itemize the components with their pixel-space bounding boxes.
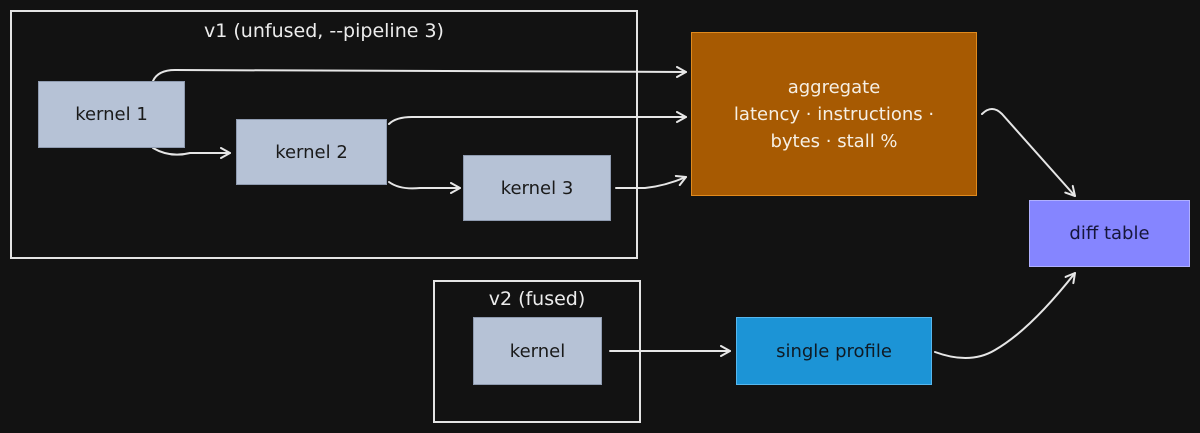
node-kernel-3-label: kernel 3: [500, 177, 574, 199]
node-kernel-1-label: kernel 1: [75, 104, 148, 125]
node-kernel-1[interactable]: kernel 1: [38, 81, 185, 148]
edge-aggregate-to-diff: [981, 108, 1076, 197]
node-diff-table[interactable]: diff table: [1029, 200, 1190, 267]
aggregate-metrics-line2: bytes · stall %: [770, 130, 898, 152]
node-kernel-2[interactable]: kernel 2: [236, 119, 387, 185]
edge-kernel1-to-aggregate: [152, 65, 687, 82]
edge-kernel1-to-kernel2: [152, 147, 231, 159]
node-kernel-fused[interactable]: kernel: [473, 317, 602, 385]
node-aggregate[interactable]: aggregate latency · instructions · bytes…: [691, 32, 977, 196]
node-single-profile[interactable]: single profile: [736, 317, 932, 385]
node-kernel-2-label: kernel 2: [275, 141, 348, 163]
node-single-profile-label: single profile: [776, 340, 892, 362]
group-v2-title: v2 (fused): [488, 288, 586, 310]
node-kernel-fused-label: kernel: [509, 340, 566, 362]
edge-kernel2-to-kernel3: [388, 181, 461, 194]
aggregate-title: aggregate: [787, 76, 881, 98]
edge-kernel3-to-aggregate: [615, 174, 687, 189]
edge-kernel2-to-aggregate: [388, 111, 687, 125]
node-kernel-3[interactable]: kernel 3: [463, 155, 611, 221]
group-v1-title: v1 (unfused, --pipeline 3): [204, 20, 444, 42]
node-diff-table-label: diff table: [1069, 223, 1150, 244]
edge-profile-to-diff: [934, 272, 1076, 360]
group-v1-unfused: v1 (unfused, --pipeline 3): [10, 10, 638, 259]
aggregate-metrics-line1: latency · instructions ·: [733, 103, 935, 125]
